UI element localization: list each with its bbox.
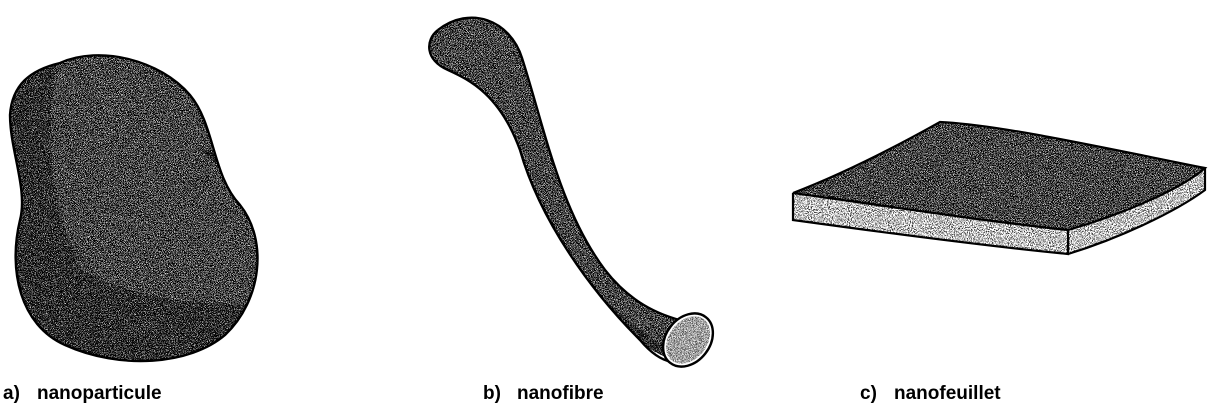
caption-letter: b) [483, 382, 517, 406]
caption-nanoparticle: a)nanoparticule [3, 382, 162, 406]
nanosheet-shape [790, 118, 1208, 254]
nanoparticle-shape [0, 40, 280, 400]
nanofibre-shape [400, 0, 730, 380]
caption-letter: c) [860, 382, 894, 406]
caption-nanosheet: c)nanofeuillet [860, 382, 1001, 406]
caption-label: nanoparticule [37, 383, 162, 404]
caption-label: nanofeuillet [894, 383, 1001, 404]
caption-letter: a) [3, 382, 37, 406]
caption-nanofibre: b)nanofibre [483, 382, 604, 406]
caption-label: nanofibre [517, 383, 604, 404]
